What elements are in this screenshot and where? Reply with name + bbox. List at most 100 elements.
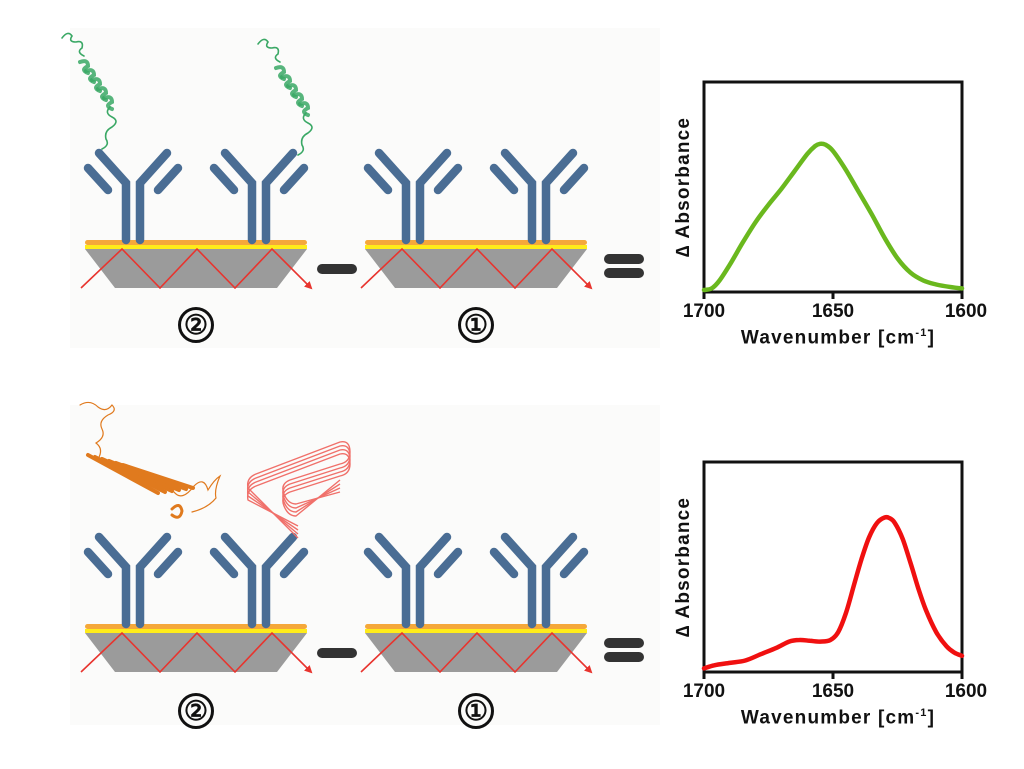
chart2 [701, 460, 965, 679]
antibody-light-chain-left [489, 163, 519, 195]
gold-layer [365, 624, 587, 629]
top-reference-label: ① [458, 307, 494, 343]
antibody-heavy-chain-left [374, 148, 411, 245]
yellow-layer [365, 629, 587, 633]
antibody-light-chain-right [279, 163, 309, 195]
chart2-x-title-sup: -1 [915, 707, 928, 719]
top-sample-antibody-left [83, 148, 183, 245]
bottom-sample-label: ② [178, 693, 214, 729]
chart2-x-tick-label: 1650 [811, 681, 855, 702]
bottom-reference-sensor [360, 624, 593, 674]
chart2-x-tick-label: 1600 [944, 681, 988, 702]
chart1-y-axis-title: ∆ Absorbance [673, 116, 694, 258]
antibody-heavy-chain-left [220, 148, 257, 245]
ir-beam-path [360, 631, 593, 674]
antibody-heavy-chain-right [541, 532, 578, 629]
equals-bar-bottom [604, 268, 644, 278]
antibody-light-chain-right [153, 547, 183, 579]
antibody-heavy-chain-right [135, 532, 172, 629]
antibody-light-chain-left [209, 163, 239, 195]
helix-turn [102, 95, 115, 111]
yellow-layer [85, 245, 307, 249]
top-reference-antibody-left [363, 148, 463, 245]
antibody-light-chain-right [433, 163, 463, 195]
top-reference-antibody-right [489, 148, 589, 245]
top-sample-antibody-right [209, 148, 309, 245]
antibody-heavy-chain-left [94, 148, 131, 245]
antibody-heavy-chain-left [220, 532, 257, 629]
peptide-tail [101, 106, 117, 150]
fibril-loop [79, 401, 115, 460]
chart1-x-title-end: ] [927, 327, 936, 349]
antibody-light-chain-left [489, 547, 519, 579]
antibody-heavy-chain-right [261, 148, 298, 245]
chart1-x-tick-label: 1650 [811, 301, 855, 322]
antibody-light-chain-right [433, 547, 463, 579]
chart2-x-tick-label: 1700 [682, 681, 726, 702]
antibody-light-chain-left [83, 163, 113, 195]
top-sample-label: ② [178, 307, 214, 343]
yellow-layer [365, 245, 587, 249]
antibody-light-chain-left [83, 547, 113, 579]
antibody-light-chain-right [153, 163, 183, 195]
chart1-x-title-sup: -1 [915, 327, 928, 339]
bottom-reference-label: ① [458, 693, 494, 729]
peptide-loop [61, 32, 85, 57]
bottom-reference-antibody-left [363, 532, 463, 629]
bottom-sample-antibody-right [209, 532, 309, 629]
chart2-x-axis-title: Wavenumber [cm-1] [741, 707, 935, 729]
top-helical-peptide-left [61, 32, 117, 150]
chart2-x-title-end: ] [927, 707, 936, 729]
ir-beam-path [80, 247, 313, 290]
fibril-tail [159, 474, 222, 513]
bottom-beta-sheet-fibril [79, 401, 222, 519]
fibril-coil [170, 504, 184, 519]
top-helical-peptide-right [257, 38, 313, 156]
amyloid-strand [246, 441, 351, 539]
bottom-sample-sensor [80, 624, 313, 674]
peptide-tail [297, 112, 313, 156]
atr-prism [365, 249, 587, 288]
chart2-y-axis-title: ∆ Absorbance [673, 496, 694, 638]
gold-layer [85, 240, 307, 245]
atr-prism [85, 249, 307, 288]
atr-prism [365, 633, 587, 672]
chart1-plot-frame [702, 80, 964, 294]
bottom-minus-operator [317, 648, 357, 658]
chart1-series-line [701, 141, 965, 293]
antibody-light-chain-left [209, 547, 239, 579]
antibody-light-chain-right [559, 547, 589, 579]
antibody-heavy-chain-right [541, 148, 578, 245]
bottom-reference-antibody-right [489, 532, 589, 629]
top-sample-sensor [80, 240, 313, 290]
gold-layer [365, 240, 587, 245]
ir-beam-path [360, 247, 593, 290]
antibody-heavy-chain-left [500, 148, 537, 245]
beta-strand [121, 463, 195, 490]
amyloid-strand [246, 449, 351, 531]
antibody-heavy-chain-left [500, 532, 537, 629]
antibody-heavy-chain-right [415, 532, 452, 629]
equals-bar-top [604, 254, 644, 264]
chart2-x-title-main: Wavenumber [cm [740, 707, 916, 729]
chart2-series-line [701, 514, 965, 671]
equals-bar-top [604, 638, 644, 648]
bottom-equals-operator [604, 638, 644, 662]
atr-prism [85, 633, 307, 672]
chart1-x-tick-label: 1700 [682, 301, 726, 322]
ir-beam-path [80, 631, 313, 674]
chart1-x-tick-label: 1600 [944, 301, 988, 322]
top-reference-sensor [360, 240, 593, 290]
bottom-sample-antibody-left [83, 532, 183, 629]
helix-turn [298, 101, 311, 117]
top-minus-operator [317, 264, 357, 274]
chart1-x-title-main: Wavenumber [cm [740, 327, 916, 349]
yellow-layer [85, 629, 307, 633]
chart1-x-axis-title: Wavenumber [cm-1] [741, 327, 935, 349]
antibody-heavy-chain-right [261, 532, 298, 629]
chart1 [701, 80, 965, 299]
peptide-loop [257, 38, 281, 63]
amyloid-strand [246, 453, 351, 527]
top-equals-operator [604, 254, 644, 278]
